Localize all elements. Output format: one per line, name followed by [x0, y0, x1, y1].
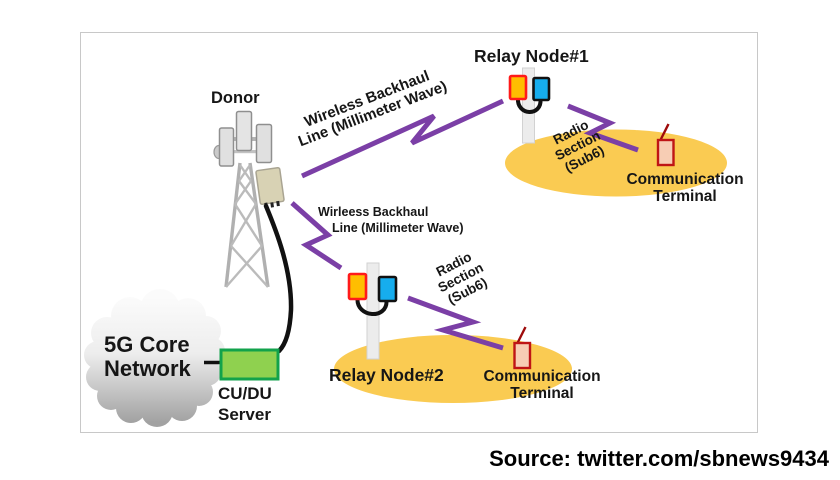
- core-network-cloud: [84, 289, 225, 427]
- communication-terminal-1: [656, 123, 675, 167]
- backhaul-link-1: [300, 98, 505, 179]
- terminal1-antenna-icon: [659, 123, 670, 141]
- relay2-mmwave-antenna: [347, 272, 368, 301]
- antenna-mount-bar-bottom: [221, 150, 272, 154]
- communication-terminal-2: [513, 326, 532, 370]
- relay-node-2: [347, 262, 398, 360]
- donor-antenna-array: [213, 110, 273, 167]
- relay-node-2-label: Relay Node#2: [329, 365, 444, 385]
- relay2-pole: [366, 262, 380, 360]
- fronthaul-cable: [263, 203, 294, 354]
- antenna-panel-left: [218, 127, 235, 167]
- relay-node-1: [508, 67, 551, 144]
- terminal1-body-icon: [656, 138, 675, 167]
- donor-equipment-box: [255, 167, 285, 208]
- terminal2-body-icon: [513, 341, 532, 370]
- backhaul-line-2-label-line2: Line (Millimeter Wave): [332, 221, 464, 235]
- antenna-panel-right: [255, 123, 273, 164]
- relay1-jumper-cable: [516, 97, 543, 114]
- coverage-area-2: [334, 335, 572, 403]
- backhaul-link-2: [290, 201, 343, 271]
- terminal2-antenna-icon: [516, 326, 527, 344]
- relay-node-1-label: Relay Node#1: [474, 46, 589, 66]
- antenna-panel-center: [235, 110, 253, 152]
- relay1-mmwave-antenna: [508, 74, 528, 101]
- donor-label: Donor: [211, 89, 260, 107]
- relay1-sub6-antenna: [532, 76, 551, 102]
- backhaul-line-2-label-line1: Wirleess Backhaul: [318, 205, 429, 219]
- relay2-jumper-cable: [355, 297, 389, 316]
- donor-tower: [224, 162, 270, 288]
- source-attribution: Source: twitter.com/sbnews9434: [489, 446, 829, 471]
- cudu-server-box: [219, 348, 280, 381]
- relay2-sub6-antenna: [377, 275, 398, 303]
- radio-link-2: [407, 295, 504, 351]
- radio-link-1: [567, 103, 639, 153]
